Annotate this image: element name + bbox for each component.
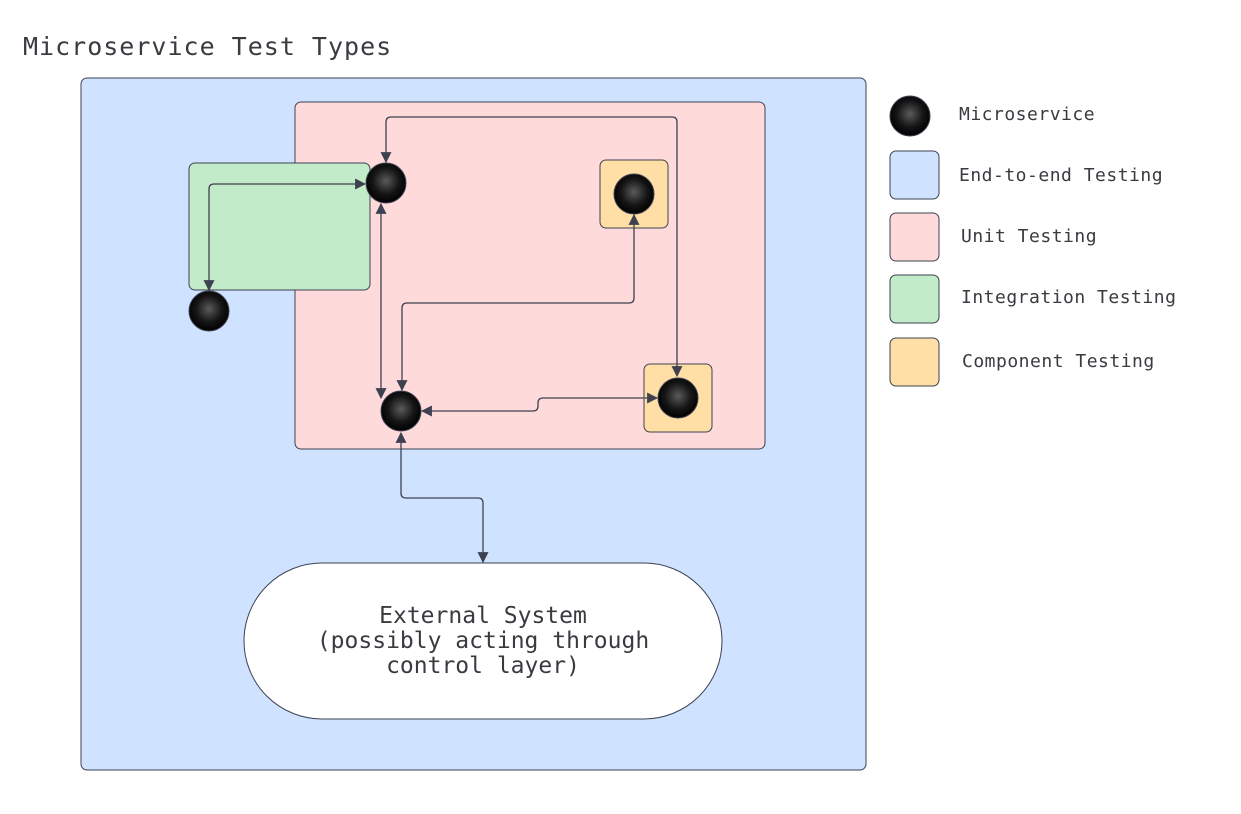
connector-n4-n5 [420, 392, 659, 417]
legend-component-swatch [889, 337, 940, 387]
microservice-node [657, 377, 699, 419]
legend-label-microservice: Microservice [959, 104, 1096, 125]
legend-label-integration: Integration Testing [961, 287, 1177, 308]
microservice-node [613, 173, 655, 215]
external-system-label: External System (possibly acting through… [244, 563, 722, 719]
connector-n3-n4 [396, 213, 640, 392]
external-line-2: (possibly acting through [316, 627, 650, 654]
legend-label-unit: Unit Testing [961, 226, 1098, 247]
legend-end-to-end-swatch [889, 150, 940, 200]
legend-microservice-icon [889, 95, 931, 137]
connector-n4-external [395, 431, 489, 564]
microservice-node [380, 390, 422, 432]
microservice-node [188, 290, 230, 332]
legend-integration-swatch [889, 274, 940, 324]
integration-testing-region [188, 162, 371, 291]
connector-n1-n5 [380, 116, 683, 378]
legend-label-component: Component Testing [962, 351, 1155, 372]
connector-n1-n2 [203, 178, 367, 292]
external-line-3: control layer) [386, 652, 580, 679]
external-line-1: External System [379, 602, 587, 629]
legend-label-end-to-end: End-to-end Testing [959, 165, 1164, 186]
microservice-node [365, 162, 407, 204]
legend-unit-swatch [889, 212, 940, 262]
diagram-title: Microservice Test Types [23, 32, 393, 61]
